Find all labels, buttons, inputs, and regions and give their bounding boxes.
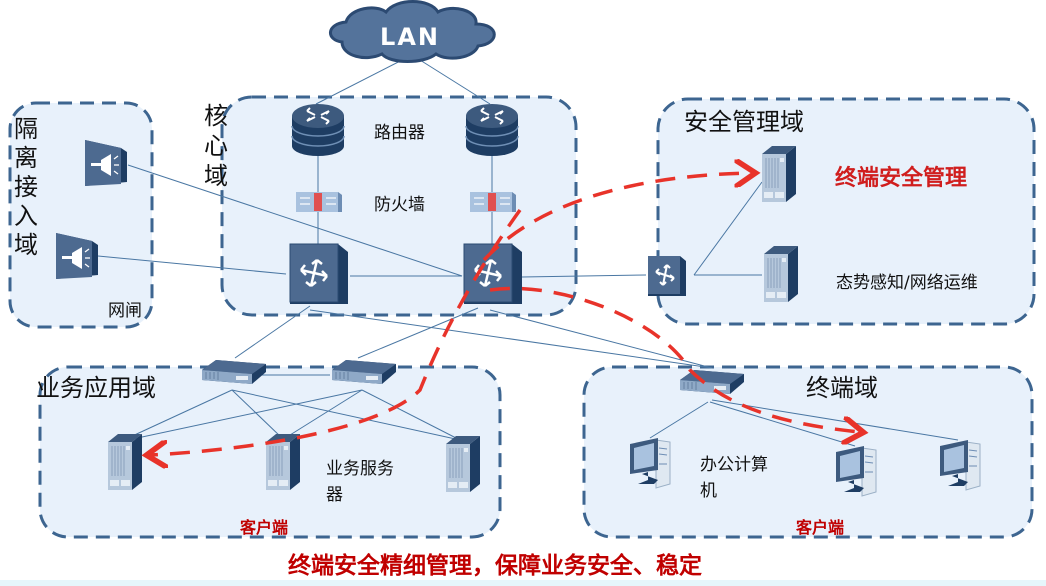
network-links [97, 54, 959, 447]
link-coreswitch1-termswitch [309, 309, 713, 369]
flow-to-business-server [150, 208, 522, 455]
link-lan-router1 [315, 54, 413, 105]
link-access1-bizserver2 [231, 389, 283, 439]
svg-text:隔: 隔 [14, 115, 38, 143]
link-secswitch-server1 [693, 181, 763, 276]
domain-box-security [656, 97, 1036, 326]
business-client-label: 客户端 [240, 518, 288, 537]
link-termswitch-pc2 [709, 401, 856, 447]
security-domain-title: 安全管理域 [684, 108, 804, 136]
firewall-icon [295, 191, 343, 213]
core-switch-icon [288, 242, 350, 306]
router-label: 路由器 [374, 123, 425, 143]
link-coreswitch2-secswitch [521, 274, 647, 278]
management-flows [150, 173, 860, 455]
link-access1-bizserver1 [127, 389, 233, 439]
business-server-label-line1: 业务服务 [326, 459, 394, 479]
bottom-strip [0, 580, 1046, 586]
lan-label: LAN [380, 23, 440, 51]
link-access2-bizserver2 [281, 389, 363, 441]
svg-text:离: 离 [14, 144, 38, 172]
isolation-domain-title: 隔 离 接 入 域 [14, 115, 38, 259]
link-coreswitch2-access2 [357, 307, 479, 359]
link-access2-bizserver1 [127, 389, 363, 441]
office-pc-label-line2: 机 [700, 481, 717, 501]
office-pc-label-line1: 办公计算 [700, 455, 768, 475]
link-gateway2-coreswitch1 [97, 255, 287, 275]
svg-text:入: 入 [14, 202, 38, 230]
terminal-domain-title: 终端域 [806, 374, 878, 402]
link-coreswitch1-access1 [234, 305, 311, 359]
svg-text:心: 心 [204, 132, 228, 160]
firewall-icon [469, 191, 517, 213]
firewall-label: 防火墙 [374, 195, 425, 215]
server-icon [107, 433, 143, 491]
server-icon [445, 435, 481, 493]
svg-text:域: 域 [204, 162, 228, 190]
flow-to-terminal-pc [489, 286, 860, 432]
router-icon [291, 103, 345, 157]
terminal-client-label: 客户端 [796, 518, 844, 537]
svg-text:核: 核 [204, 102, 228, 130]
server-icon [761, 145, 797, 203]
gateway-label: 网闸 [108, 301, 142, 321]
business-server-label-line2: 器 [326, 485, 343, 505]
link-gateway1-coreswitch2 [127, 164, 463, 277]
router-icon [465, 103, 519, 157]
link-coreswitch2-termswitch [489, 309, 713, 369]
lan-cloud: LAN [328, 0, 496, 63]
flow-to-terminal-security-mgmt [482, 173, 752, 262]
link-termswitch-pc1 [649, 401, 709, 439]
link-lan-router2 [411, 54, 491, 105]
footer-slogan: 终端安全精细管理，保障业务安全、稳定 [288, 552, 702, 579]
switch-icon [647, 255, 687, 297]
terminal-security-mgmt-label: 终端安全管理 [835, 165, 967, 191]
situational-awareness-ops-label: 态势感知/网络运维 [836, 273, 978, 293]
link-termswitch-pc3 [711, 399, 959, 441]
link-access1-bizserver3 [231, 389, 461, 441]
core-domain-title: 核 心 域 [204, 102, 228, 190]
svg-text:域: 域 [14, 231, 38, 259]
link-access2-bizserver3 [361, 389, 461, 441]
business-domain-title: 业务应用域 [36, 374, 156, 402]
server-icon [763, 245, 799, 303]
svg-text:接: 接 [14, 173, 38, 201]
